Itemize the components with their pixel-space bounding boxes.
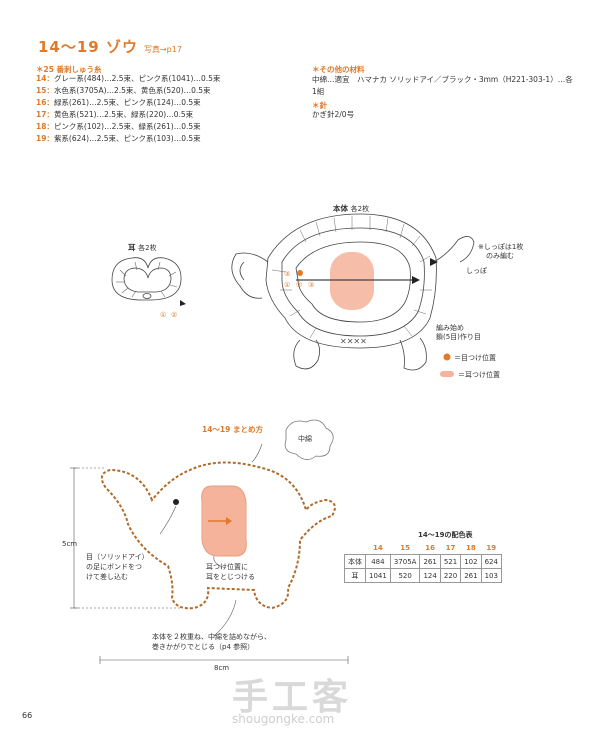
eye-instruction: 目（ソリッドアイ）の足にボンドをつけて差し込む: [86, 553, 149, 581]
dimension-lines: [70, 467, 349, 664]
yarn-header: ＊25 番刺しゅう糸: [36, 65, 102, 74]
table-cell: 624: [480, 554, 502, 569]
join-instruction: 本体を２枚重ね、中綿を詰めながら、巻きかがりでとじる（p4 参照）: [152, 633, 271, 651]
table-cell: 261: [460, 568, 482, 583]
table-cell: 124: [419, 568, 441, 583]
stitch-marks: [271, 216, 432, 339]
table-header: 15: [400, 543, 410, 552]
table-cell: 521: [439, 554, 462, 569]
other-materials-header: ＊その他の材料: [312, 65, 365, 74]
ear-chart: [111, 257, 182, 301]
eye-icon: [173, 499, 179, 505]
legend-eye-label: ＝目つけ位置: [454, 354, 496, 362]
table-cell: 103: [480, 568, 502, 583]
body-mark-3b: ③: [308, 281, 314, 289]
start-arrow: [412, 276, 420, 284]
assembly-elephant: [100, 419, 336, 637]
start-label-2: 鎖(5目)作り目: [436, 333, 481, 341]
yarn-item: 16：緑系(261)…2.5束、ピンク系(124)…0.5束: [36, 98, 201, 107]
width-dimension: 8cm: [214, 664, 230, 672]
ear-mark-1: ①: [160, 311, 166, 319]
eye-position-dot: [297, 270, 303, 276]
table-header: 19: [486, 543, 497, 552]
table-cell: 1041: [365, 568, 391, 583]
table-cell: 102: [460, 554, 482, 569]
table-cell: 3705A: [389, 554, 421, 569]
tail-note-2: のみ編む: [486, 252, 514, 260]
table-header: 16: [425, 543, 435, 552]
stuffing-label: 中綿: [298, 435, 312, 443]
needle-size: かぎ針2/0号: [312, 110, 355, 119]
stuffing-icon: [284, 419, 334, 460]
yarn-item: 15：水色系(3705A)…2.5束、黄色系(520)…0.5束: [36, 86, 211, 95]
body-chart: [231, 213, 475, 371]
table-header: [345, 541, 366, 555]
other-materials-line2: 1組: [312, 87, 325, 96]
yarn-item: 14：グレー系(484)…2.5束、ピンク系(1041)…0.5束: [36, 74, 221, 83]
table-cell: 220: [439, 568, 462, 583]
watermark-url: shougongke.com: [232, 712, 335, 726]
page-title: 14〜19 ゾウ写真→p17: [38, 38, 182, 56]
start-label-1: 編み始め: [436, 324, 464, 332]
tail-note-1: ※しっぽは1枚: [478, 243, 524, 251]
yarn-item: 19：紫系(624)…2.5束、ピンク系(103)…0.5束: [36, 134, 201, 143]
table-cell: 261: [419, 554, 441, 569]
base-x-stitches: ✕✕✕✕: [340, 337, 367, 346]
color-table-title: 14〜19の配色表: [418, 531, 473, 539]
table-cell: 484: [365, 554, 391, 569]
body-diagram-label: 本体 各2枚: [333, 204, 370, 213]
photo-reference: 写真→p17: [143, 45, 182, 54]
body-mark-2: ②: [296, 281, 302, 289]
legend-ear-swatch: [440, 371, 454, 377]
ear-diagram-label: 耳 各2枚: [128, 243, 157, 252]
table-header: 14: [373, 543, 383, 552]
table-cell: 520: [389, 568, 421, 583]
height-dimension: 5cm: [62, 540, 78, 548]
table-cell: 本体: [344, 554, 366, 569]
assembly-header: 14〜19 まとめ方: [202, 425, 263, 434]
ear-mark-2: ②: [171, 311, 177, 319]
needle-header: ＊針: [312, 101, 327, 110]
watermark-logo: 手工客: [232, 676, 353, 718]
table-header: 18: [466, 543, 476, 552]
page-number: 66: [22, 711, 33, 720]
other-materials-line1: 中綿…適宜 ハマナカ ソリッドアイ／ブラック・3mm（H221-303-1）…各: [312, 75, 573, 84]
legend-ear-label: ＝耳つけ位置: [458, 371, 500, 379]
tail-label: しっぽ: [466, 267, 487, 275]
table-header: 17: [445, 543, 456, 552]
ear-position-fill: [330, 252, 374, 310]
yarn-item: 18：ピンク系(102)…2.5束、緑系(261)…0.5束: [36, 122, 201, 131]
yarn-list: 14：グレー系(484)…2.5束、ピンク系(1041)…0.5束 15：水色系(…: [36, 73, 220, 145]
tail-arrow: [430, 258, 438, 266]
yarn-item: 17：黄色系(521)…2.5束、緑系(220)…0.5束: [36, 110, 194, 119]
legend-eye-dot: [443, 353, 451, 361]
ear-instruction: 耳つけ位置に耳をとじつける: [206, 563, 255, 581]
body-mark-1: ①: [284, 281, 290, 289]
body-mark-3a: ③: [284, 270, 290, 278]
table-cell: 耳: [344, 568, 366, 583]
